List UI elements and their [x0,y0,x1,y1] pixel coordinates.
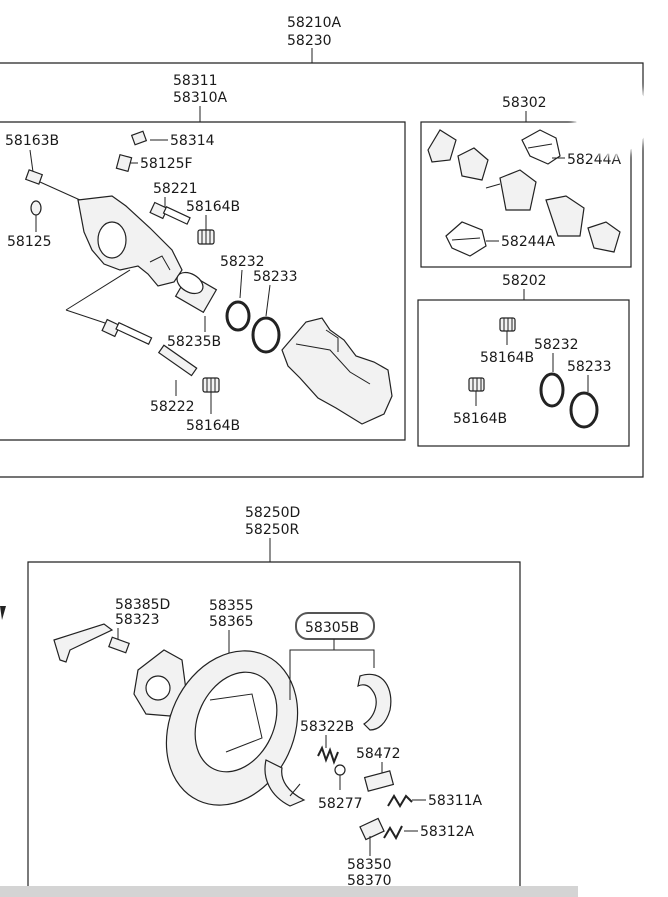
callout-58125: 58125 [7,234,52,250]
callout-58323: 58323 [115,612,160,628]
mounting-plate [133,649,187,717]
lever-58385D [53,623,114,663]
callout-58233-b: 58233 [567,359,612,375]
pin-58221 [149,201,191,225]
callout-58244A-a: 58244A [567,152,622,168]
cylinder-58350 [359,817,385,841]
callout-58385D: 58385D [115,597,170,613]
washer-58125 [30,200,42,216]
caliper-inner-frame [0,121,406,441]
callout-58235B: 58235B [167,334,221,350]
callout-58125F: 58125F [140,156,193,172]
callout-58164B-c: 58164B [480,350,534,366]
callout-58232-b: 58232 [534,337,579,353]
callout-58370: 58370 [347,873,392,889]
callout-58314: 58314 [170,133,215,149]
bolt-58163B [24,169,81,201]
caliper-outer-frame [0,62,644,478]
bleeder-58125F [115,153,133,173]
callout-58311A: 58311A [428,793,483,809]
pad-kit-section: 58302 58244A 58244A [420,95,632,268]
brake-pads [427,129,621,253]
boot-58164B-d [468,377,485,392]
bolt-lower [101,318,153,346]
callout-58233-a: 58233 [253,269,298,285]
boot-58164B-b [202,377,220,393]
caliper-section: 58210A 58230 58311 58310A 58163B 58125 5… [0,15,644,478]
glare-highlight [576,80,650,154]
callout-58244A-b: 58244A [501,234,556,250]
seal-kit-frame [417,299,630,447]
callout-58310A: 58310A [173,90,228,106]
callout-58222: 58222 [150,399,195,415]
guide-pin-58222 [157,344,198,377]
spring-58322B [317,745,339,765]
seal-kit-section: 58202 58164B 58164B 58232 58233 [417,273,630,447]
seal-58233-a [251,316,281,354]
callout-58164B-b: 58164B [186,418,240,434]
spring-58311A [387,794,413,808]
brake-shoe-lower [264,759,306,807]
spring-58312A [383,825,403,841]
seal-58232-a [225,300,251,332]
boot-58164B-c [499,317,516,332]
boot-58164B-a [197,229,215,245]
callout-58302: 58302 [502,95,547,111]
adjuster-58472 [363,770,395,792]
clip-58244A-b [445,221,487,257]
clip-58244A-a [521,129,561,165]
brake-shoe-upper [357,673,392,731]
callout-58305B: 58305B [305,620,359,636]
scroll-bar[interactable] [0,886,578,897]
seal-58232-b [539,372,565,408]
caliper-housing [77,195,183,287]
callout-58202: 58202 [502,273,547,289]
callout-58312A: 58312A [420,824,475,840]
drum-brake-section: 58250D 58250R 58385D 58323 58355 58365 5… [0,505,521,889]
carrier-bracket [281,317,393,425]
callout-58305B-highlight [295,612,375,640]
callout-58221: 58221 [153,181,198,197]
callout-58230: 58230 [287,33,332,49]
spring-58323 [108,636,130,654]
pad-kit-frame [420,121,632,268]
pin-58277 [334,764,346,776]
drum-brake-frame [27,561,521,888]
callout-58210A: 58210A [287,15,342,31]
callout-58164B-a: 58164B [186,199,240,215]
callout-58250R: 58250R [245,522,300,538]
callout-58355: 58355 [209,598,254,614]
callout-58250D: 58250D [245,505,300,521]
piston-58235B [174,271,218,314]
callout-58164B-d: 58164B [453,411,507,427]
callout-58163B: 58163B [5,133,59,149]
arrow-marker [0,606,6,620]
callout-58365: 58365 [209,614,254,630]
callout-58322B: 58322B [300,719,354,735]
callout-58232-a: 58232 [220,254,265,270]
callout-58472: 58472 [356,746,401,762]
callout-58277: 58277 [318,796,363,812]
callout-58350: 58350 [347,857,392,873]
callout-58311: 58311 [173,73,218,89]
cap-58314 [130,130,148,146]
seal-58233-b [569,391,599,429]
